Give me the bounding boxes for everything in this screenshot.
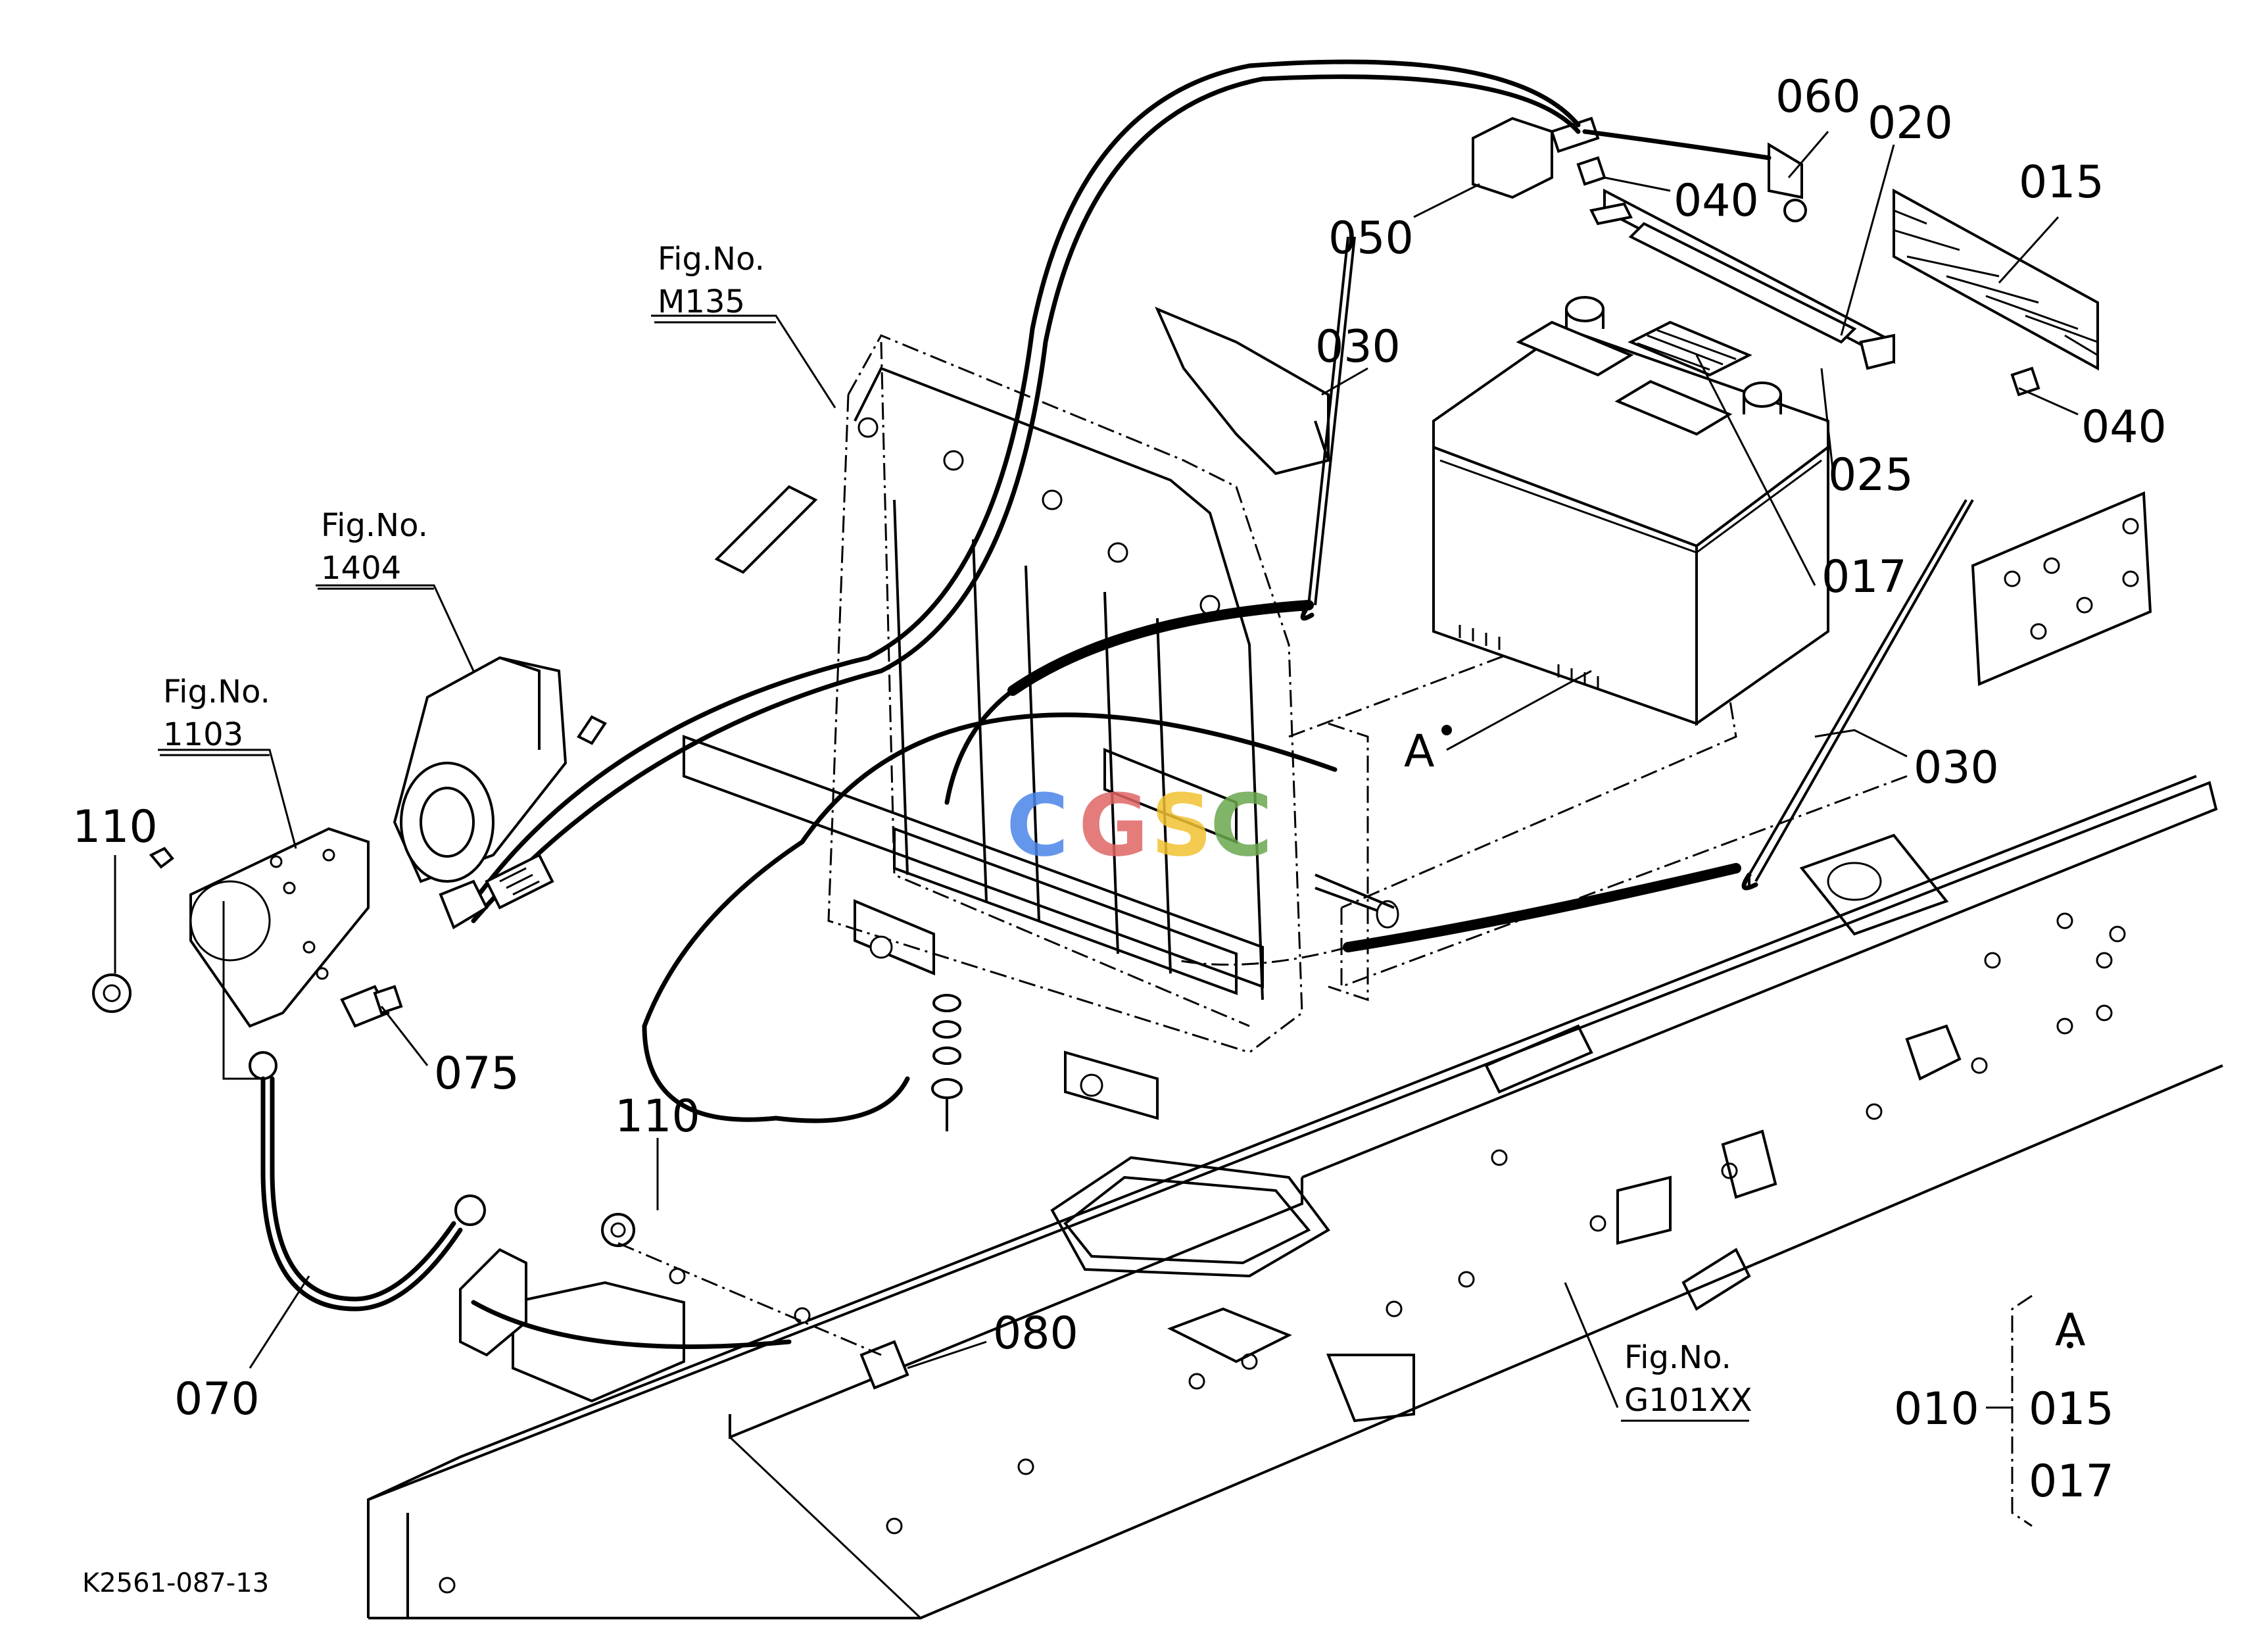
part-label-050: 050 xyxy=(1328,212,1414,264)
fig-ref-label: Fig.No. xyxy=(321,507,428,544)
ground-cable-070 xyxy=(249,1051,486,1312)
part-label-030: 030 xyxy=(1315,321,1401,373)
legend-dot-2 xyxy=(2067,1414,2073,1421)
cables xyxy=(458,59,1772,1349)
assembly-parent-label: 010 xyxy=(1894,1383,1979,1435)
fig-ref-label: Fig.No. xyxy=(1624,1339,1731,1376)
watermark-letter-s: S xyxy=(1151,775,1213,875)
fig-ref-label: Fig.No. xyxy=(163,674,270,710)
tape-015 xyxy=(1893,188,2099,371)
assembly-item-a: A xyxy=(2055,1304,2086,1356)
fig-ref-label: Fig.No. xyxy=(658,241,765,278)
battery-mount-frame xyxy=(683,307,1395,1120)
starter-motor xyxy=(393,656,607,929)
main-frame xyxy=(367,491,2223,1619)
part-label-020: 020 xyxy=(1868,97,1953,149)
fig-ref-number: 1404 xyxy=(321,550,401,587)
fig-ref-number: M135 xyxy=(658,283,745,320)
part-label-015: 015 xyxy=(2019,157,2104,209)
fig-ref-m135: Fig.No. M135 xyxy=(658,241,765,320)
legend-dot-1 xyxy=(2067,1342,2073,1348)
watermark-letter-c2: C xyxy=(1210,775,1272,875)
watermark: C G S C xyxy=(1006,775,1272,875)
assembly-item-015: 015 xyxy=(2029,1383,2114,1435)
rail-holes xyxy=(439,912,2126,1594)
part-label-110: 110 xyxy=(615,1091,700,1143)
fig-ref-number: 1103 xyxy=(163,716,243,753)
part-label-075: 075 xyxy=(434,1048,519,1100)
watermark-letter-c1: C xyxy=(1006,775,1069,875)
hold-down-bar xyxy=(1589,188,1895,370)
leader-lines xyxy=(114,131,2079,1527)
assembly-legend: 010 A 015 017 xyxy=(1894,1304,2114,1508)
part-label-040: 040 xyxy=(1674,175,1759,227)
part-label-017: 017 xyxy=(1822,551,1907,603)
part-label-030: 030 xyxy=(1914,742,1999,794)
part-label-040: 040 xyxy=(2081,401,2167,453)
fig-ref-g101xx: Fig.No. G101XX xyxy=(1624,1339,1752,1419)
part-label-025: 025 xyxy=(1828,449,1914,501)
point-a-label: A xyxy=(1404,725,1435,777)
fig-ref-1404: Fig.No. 1404 xyxy=(321,507,428,587)
point-a-dot xyxy=(1441,725,1452,735)
assembly-item-017: 017 xyxy=(2029,1456,2114,1508)
watermark-letter-g: G xyxy=(1078,775,1149,875)
part-label-060: 060 xyxy=(1775,71,1861,123)
fig-ref-number: G101XX xyxy=(1624,1382,1752,1419)
starter-bracket xyxy=(189,827,370,1028)
part-label-110: 110 xyxy=(72,801,158,853)
drawing-code: K2561-087-13 xyxy=(82,1568,269,1598)
negative-terminal-060 xyxy=(1768,142,1807,222)
part-label-070: 070 xyxy=(174,1373,260,1425)
terminal-cover-050 xyxy=(1472,116,1600,199)
part-label-080: 080 xyxy=(993,1308,1078,1360)
battery xyxy=(1432,296,1829,726)
fig-ref-1103: Fig.No. 1103 xyxy=(163,674,270,753)
